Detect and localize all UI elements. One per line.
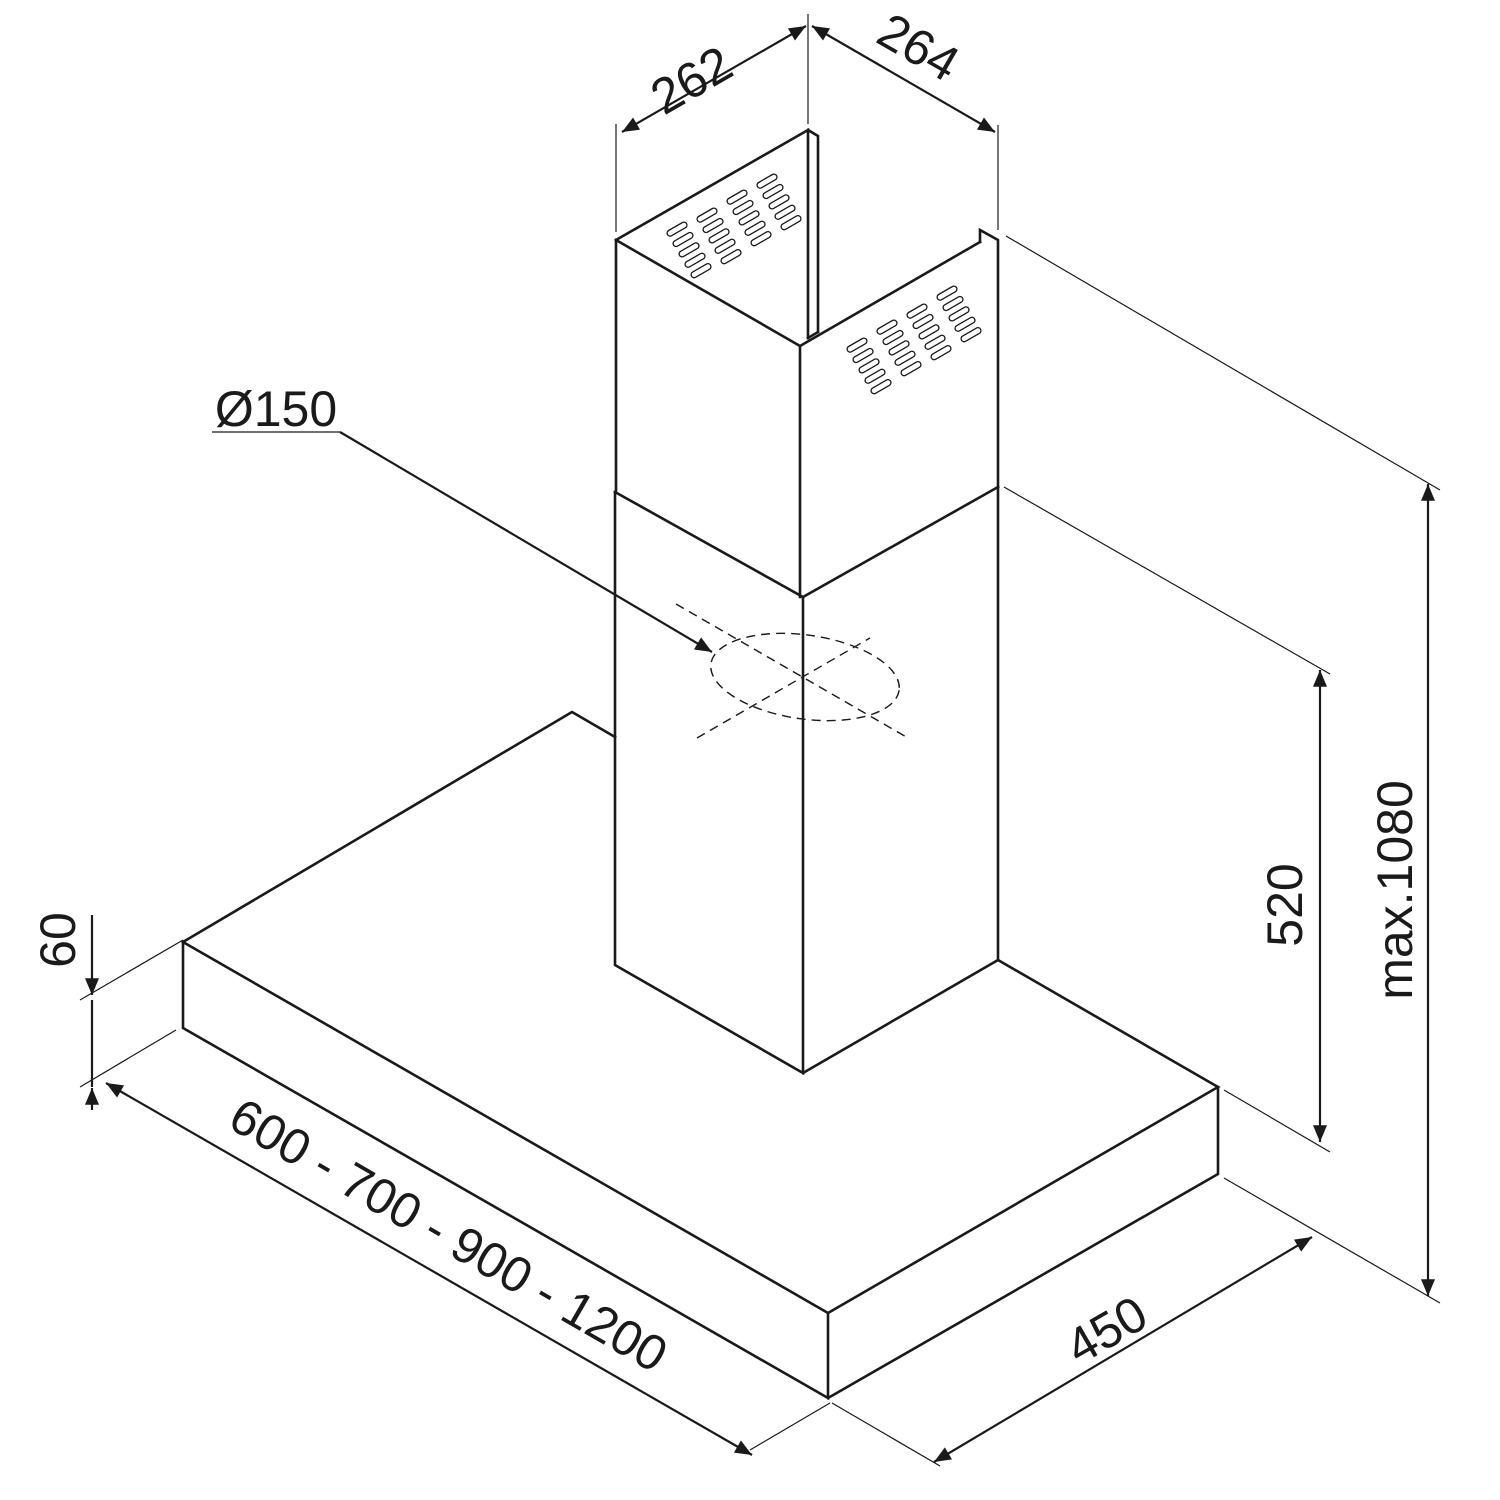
upper-chimney-back-left-edge: [614, 127, 810, 340]
canopy-top-front-edges: [181, 940, 1221, 1315]
label-duct-diameter: Ø150: [215, 381, 337, 437]
label-520: 520: [1257, 863, 1313, 946]
lower-chimney-top-edge: [613, 485, 1000, 599]
label-264: 264: [868, 2, 968, 92]
upper-chimney-back-inner-edge: [806, 128, 820, 334]
lower-chimney-right-face: [801, 485, 1000, 1075]
hood-canopy: [181, 710, 1221, 1401]
lower-chimney: [613, 485, 1000, 1076]
vent-slots-right: [845, 284, 983, 396]
dim-line-450: [933, 1236, 1313, 1463]
extension-lines: [79, 14, 1441, 1467]
upper-chimney: [614, 127, 1000, 599]
dimension-lines: [85, 25, 1435, 1463]
label-width-options: 600 - 700 - 900 - 1200: [220, 1087, 677, 1383]
dim-line-264: [811, 25, 996, 133]
lower-chimney-left-face: [613, 490, 805, 1076]
canopy-top-back-edge: [181, 710, 617, 944]
label-max-1080: max.1080: [1367, 780, 1423, 1000]
upper-chimney-back-right-edge: [978, 227, 1000, 489]
duct-outlet-hidden: [675, 603, 909, 739]
dim-leader-150: [339, 431, 713, 653]
label-450: 450: [1056, 1285, 1156, 1375]
label-60: 60: [30, 912, 86, 968]
canopy-front-right-face: [826, 1085, 1220, 1400]
dim-line-262: [621, 25, 807, 133]
upper-chimney-joint: [806, 330, 820, 340]
dim-line-width: [105, 1082, 753, 1456]
vent-slots-back: [666, 172, 803, 279]
